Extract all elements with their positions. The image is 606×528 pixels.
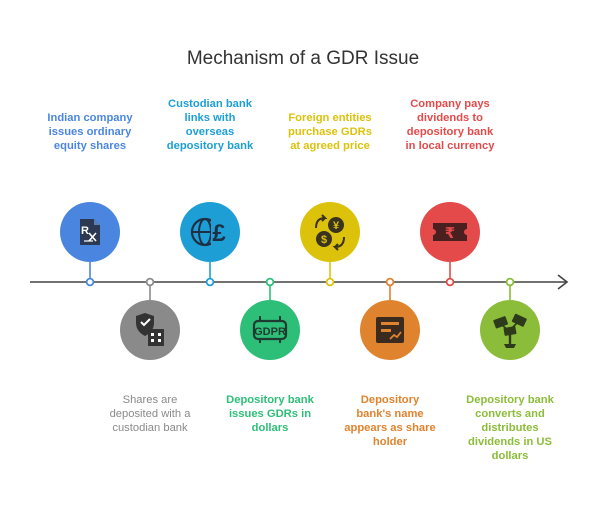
rupee-ticket-icon: ₹ [433, 223, 467, 242]
shield-building-icon [136, 313, 164, 346]
timeline-node [505, 277, 515, 287]
timeline-node [385, 277, 395, 287]
step-label: Shares are deposited with a custodian ba… [109, 394, 191, 434]
money-plant-icon [493, 313, 527, 348]
timeline-node [85, 277, 95, 287]
timeline-node [445, 277, 455, 287]
step-label: Custodian bank links with overseas depos… [166, 98, 254, 152]
timeline-step: ¥ $ [300, 202, 360, 287]
timeline-node [265, 277, 275, 287]
svg-text:£: £ [212, 220, 226, 247]
timeline-step [480, 277, 540, 360]
svg-text:GDPR: GDPR [254, 326, 286, 338]
diagram-title: Mechanism of a GDR Issue [186, 48, 420, 69]
svg-text:$: $ [321, 234, 327, 246]
step-circle [240, 300, 300, 360]
timeline-step [360, 277, 420, 360]
timeline-step: R [60, 202, 120, 287]
timeline-node [325, 277, 335, 287]
timeline-node [205, 277, 215, 287]
step-label: Depository bank converts and distributes… [466, 394, 554, 462]
step-label: Depository bank's name appears as share … [344, 394, 436, 448]
currency-exchange-icon: ¥ $ [315, 214, 345, 251]
prescription-document-icon: R [80, 219, 100, 245]
step-label: Indian company issues ordinary equity sh… [47, 112, 133, 152]
timeline-node [145, 277, 155, 287]
timeline-step [120, 277, 180, 360]
certificate-icon [376, 317, 404, 343]
svg-text:R: R [81, 225, 89, 237]
step-label: Company pays dividends to depository ban… [405, 98, 495, 152]
step-label: Depository bank issues GDRs in dollars [226, 394, 314, 434]
step-circle [300, 202, 360, 262]
timeline-arrow-head [557, 274, 569, 290]
timeline-step: GDPR [240, 277, 300, 360]
svg-text:₹: ₹ [445, 224, 455, 242]
step-label: Foreign entities purchase GDRs at agreed… [288, 112, 372, 152]
timeline-step: £ [180, 202, 240, 287]
timeline-step: ₹ [420, 202, 480, 287]
gdpr-icon: GDPR [252, 316, 288, 343]
globe-pound-icon: £ [190, 217, 227, 247]
svg-text:¥: ¥ [333, 220, 340, 232]
